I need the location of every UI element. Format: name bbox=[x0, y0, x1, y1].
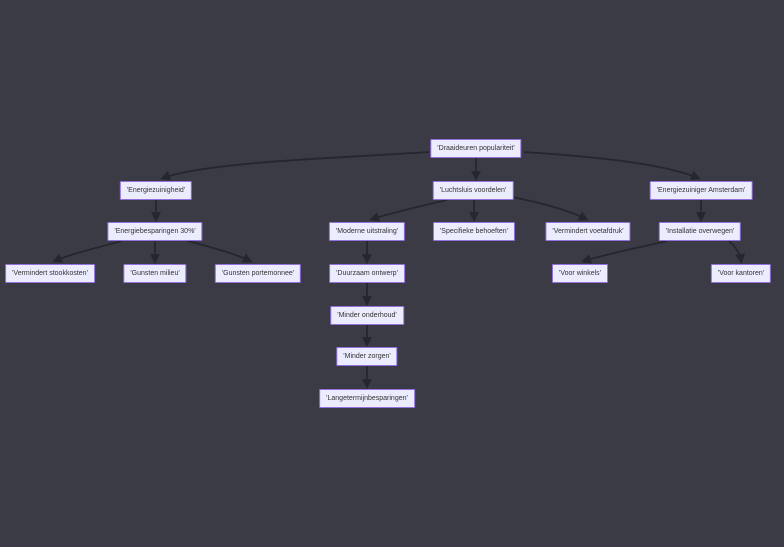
edge-luchtsluis-voordelen-to-vermindert-voetafdruk bbox=[511, 196, 589, 221]
node-gunsten-milieu: 'Gunsten milieu' bbox=[123, 264, 187, 283]
node-duurzaam-ontwerp: 'Duurzaam ontwerp' bbox=[329, 264, 405, 283]
node-energiezuinigheid: 'Energiezuinigheid' bbox=[119, 181, 193, 200]
edge-root-to-energiezuinigheid bbox=[160, 151, 430, 181]
node-minder-onderhoud: 'Minder onderhoud' bbox=[330, 306, 404, 325]
node-gunsten-portemonnee: 'Gunsten portemonnee' bbox=[214, 264, 302, 283]
edge-installatie-overwegen-to-voor-winkels bbox=[581, 240, 668, 264]
node-vermindert-stookkosten: 'Vermindert stookkosten' bbox=[5, 264, 95, 283]
node-specifieke-behoeften: 'Specifieke behoeften' bbox=[432, 222, 516, 241]
node-luchtsluis-voordelen: 'Luchtsluis voordelen' bbox=[432, 181, 514, 200]
node-installatie-overwegen: 'Installatie overwegen' bbox=[658, 222, 742, 241]
edge-root-to-energiezuiniger-amsterdam bbox=[523, 151, 701, 180]
edge-installatie-overwegen-to-voor-kantoren bbox=[728, 240, 746, 264]
node-langetermijnbesparingen: 'Langetermijnbesparingen' bbox=[319, 389, 415, 408]
edge-energiebesparingen-30-to-gunsten-portemonnee bbox=[187, 240, 253, 263]
node-moderne-uitstraling: 'Moderne uitstraling' bbox=[328, 222, 406, 241]
node-energiebesparingen-30: 'Energiebesparingen 30%' bbox=[107, 222, 203, 241]
edge-energiebesparingen-30-to-vermindert-stookkosten bbox=[52, 240, 123, 263]
node-minder-zorgen: 'Minder zorgen' bbox=[336, 347, 398, 366]
node-energiezuiniger-amsterdam: 'Energiezuiniger Amsterdam' bbox=[649, 181, 753, 200]
node-vermindert-voetafdruk: 'Vermindert voetafdruk' bbox=[545, 222, 631, 241]
node-root: 'Draaideuren populariteit' bbox=[430, 139, 522, 158]
edge-luchtsluis-voordelen-to-moderne-uitstraling bbox=[369, 199, 448, 222]
node-voor-winkels: 'Voor winkels' bbox=[552, 264, 608, 283]
node-voor-kantoren: 'Voor kantoren' bbox=[710, 264, 772, 283]
